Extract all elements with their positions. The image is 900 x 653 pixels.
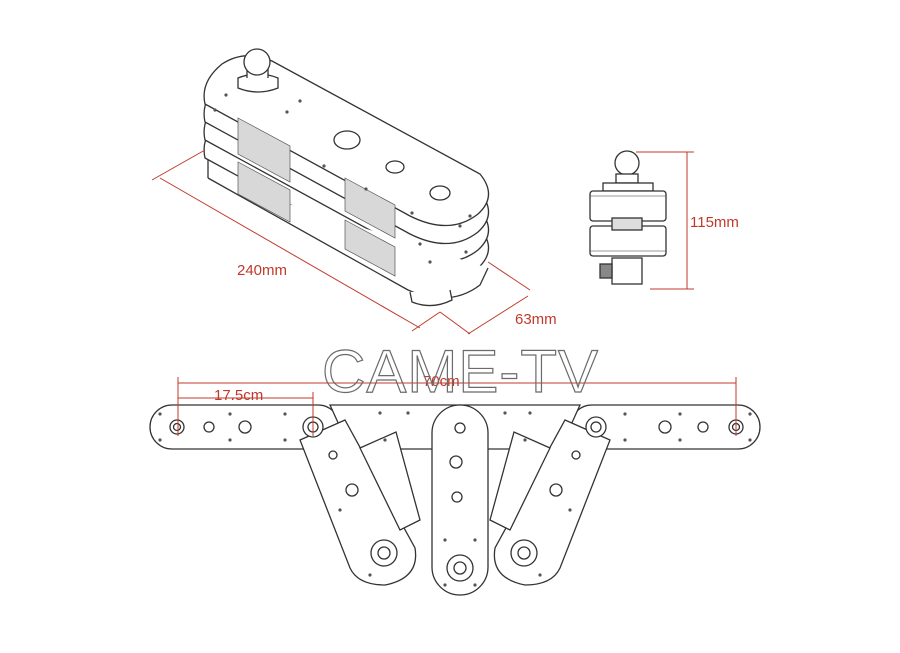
dimension-span-segment bbox=[178, 392, 314, 436]
dimension-span-total bbox=[177, 377, 737, 436]
span-total-label: 70cm bbox=[423, 373, 460, 390]
watermark-logo: CAME-TV bbox=[322, 338, 599, 405]
span-segment-label: 17.5cm bbox=[214, 387, 263, 404]
dimension-length bbox=[151, 149, 441, 332]
dimension-width bbox=[439, 261, 531, 335]
width-label: 63mm bbox=[515, 311, 557, 328]
expanded-slider-drawing bbox=[149, 404, 761, 596]
side-view-drawing bbox=[589, 150, 667, 285]
isometric-module-drawing bbox=[203, 48, 490, 307]
dimension-height bbox=[636, 151, 694, 290]
height-label: 115mm bbox=[690, 214, 739, 231]
length-label: 240mm bbox=[237, 262, 287, 279]
